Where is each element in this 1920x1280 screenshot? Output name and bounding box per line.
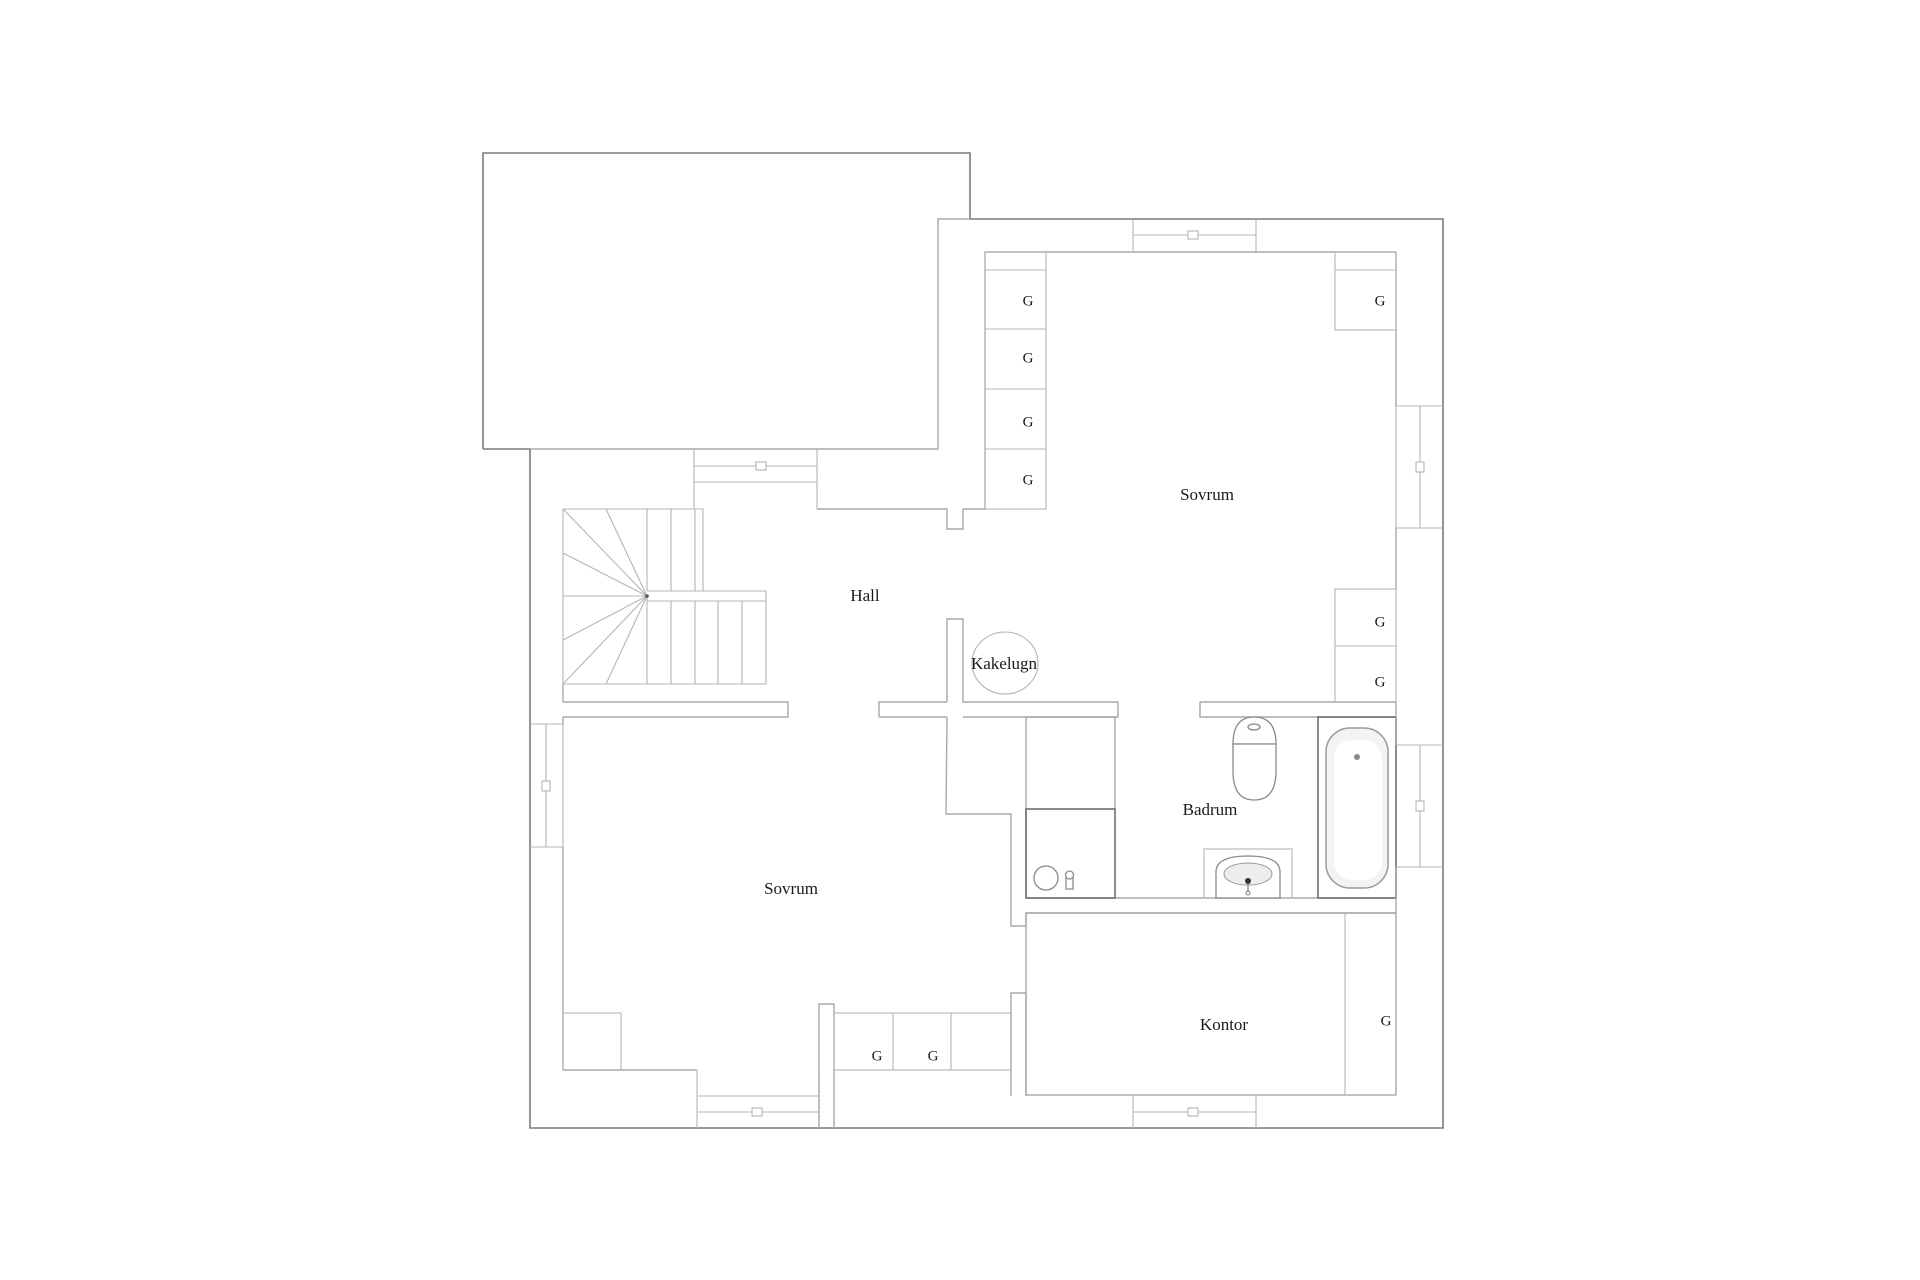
- hall-walls: [562, 449, 1396, 718]
- office: [1025, 912, 1397, 1128]
- closet-label: G: [1022, 472, 1034, 489]
- window-east-upper: [1395, 405, 1443, 529]
- bathroom: [1025, 702, 1443, 914]
- closet-label: G: [1374, 614, 1386, 631]
- closet-northeast: [1334, 251, 1397, 331]
- roof-area: [482, 152, 971, 450]
- closet-label: G: [871, 1048, 883, 1065]
- room-label-kontor: Kontor: [1199, 1015, 1249, 1034]
- window-south-west: [696, 1070, 820, 1128]
- toilet: [1232, 716, 1277, 801]
- closet-label: G: [1380, 1013, 1392, 1030]
- room-label-hall: Hall: [850, 586, 880, 605]
- shower: [1025, 808, 1116, 899]
- room-label-sovrum-south: Sovrum: [764, 879, 818, 898]
- south-bedroom-walls: [530, 716, 1027, 1128]
- closet-label: G: [1022, 293, 1034, 310]
- closet-label: G: [1374, 293, 1386, 310]
- room-label-sovrum-north: Sovrum: [1180, 485, 1234, 504]
- closet-label: G: [927, 1048, 939, 1065]
- tiled-stove: [971, 631, 1039, 695]
- room-label-kakelugn: Kakelugn: [970, 654, 1038, 673]
- window-north: [1132, 219, 1257, 253]
- closet-label: G: [1374, 674, 1386, 691]
- window-hall: [693, 449, 818, 509]
- window-east-lower: [1396, 744, 1443, 868]
- sink: [1203, 848, 1293, 899]
- closet-row-south: [833, 1012, 1012, 1071]
- closet-east: [1334, 588, 1397, 703]
- window-south-east: [1132, 1095, 1257, 1128]
- closet-label: G: [1022, 414, 1034, 431]
- bathtub: [1317, 716, 1397, 899]
- north-bedroom-walls: [984, 219, 1443, 703]
- exterior-walls: [529, 218, 1444, 1129]
- window-west: [530, 723, 564, 848]
- staircase: [562, 508, 767, 685]
- closet-label: G: [1022, 350, 1034, 367]
- room-label-badrum: Badrum: [1182, 800, 1238, 819]
- closet-column-north: [984, 251, 1047, 510]
